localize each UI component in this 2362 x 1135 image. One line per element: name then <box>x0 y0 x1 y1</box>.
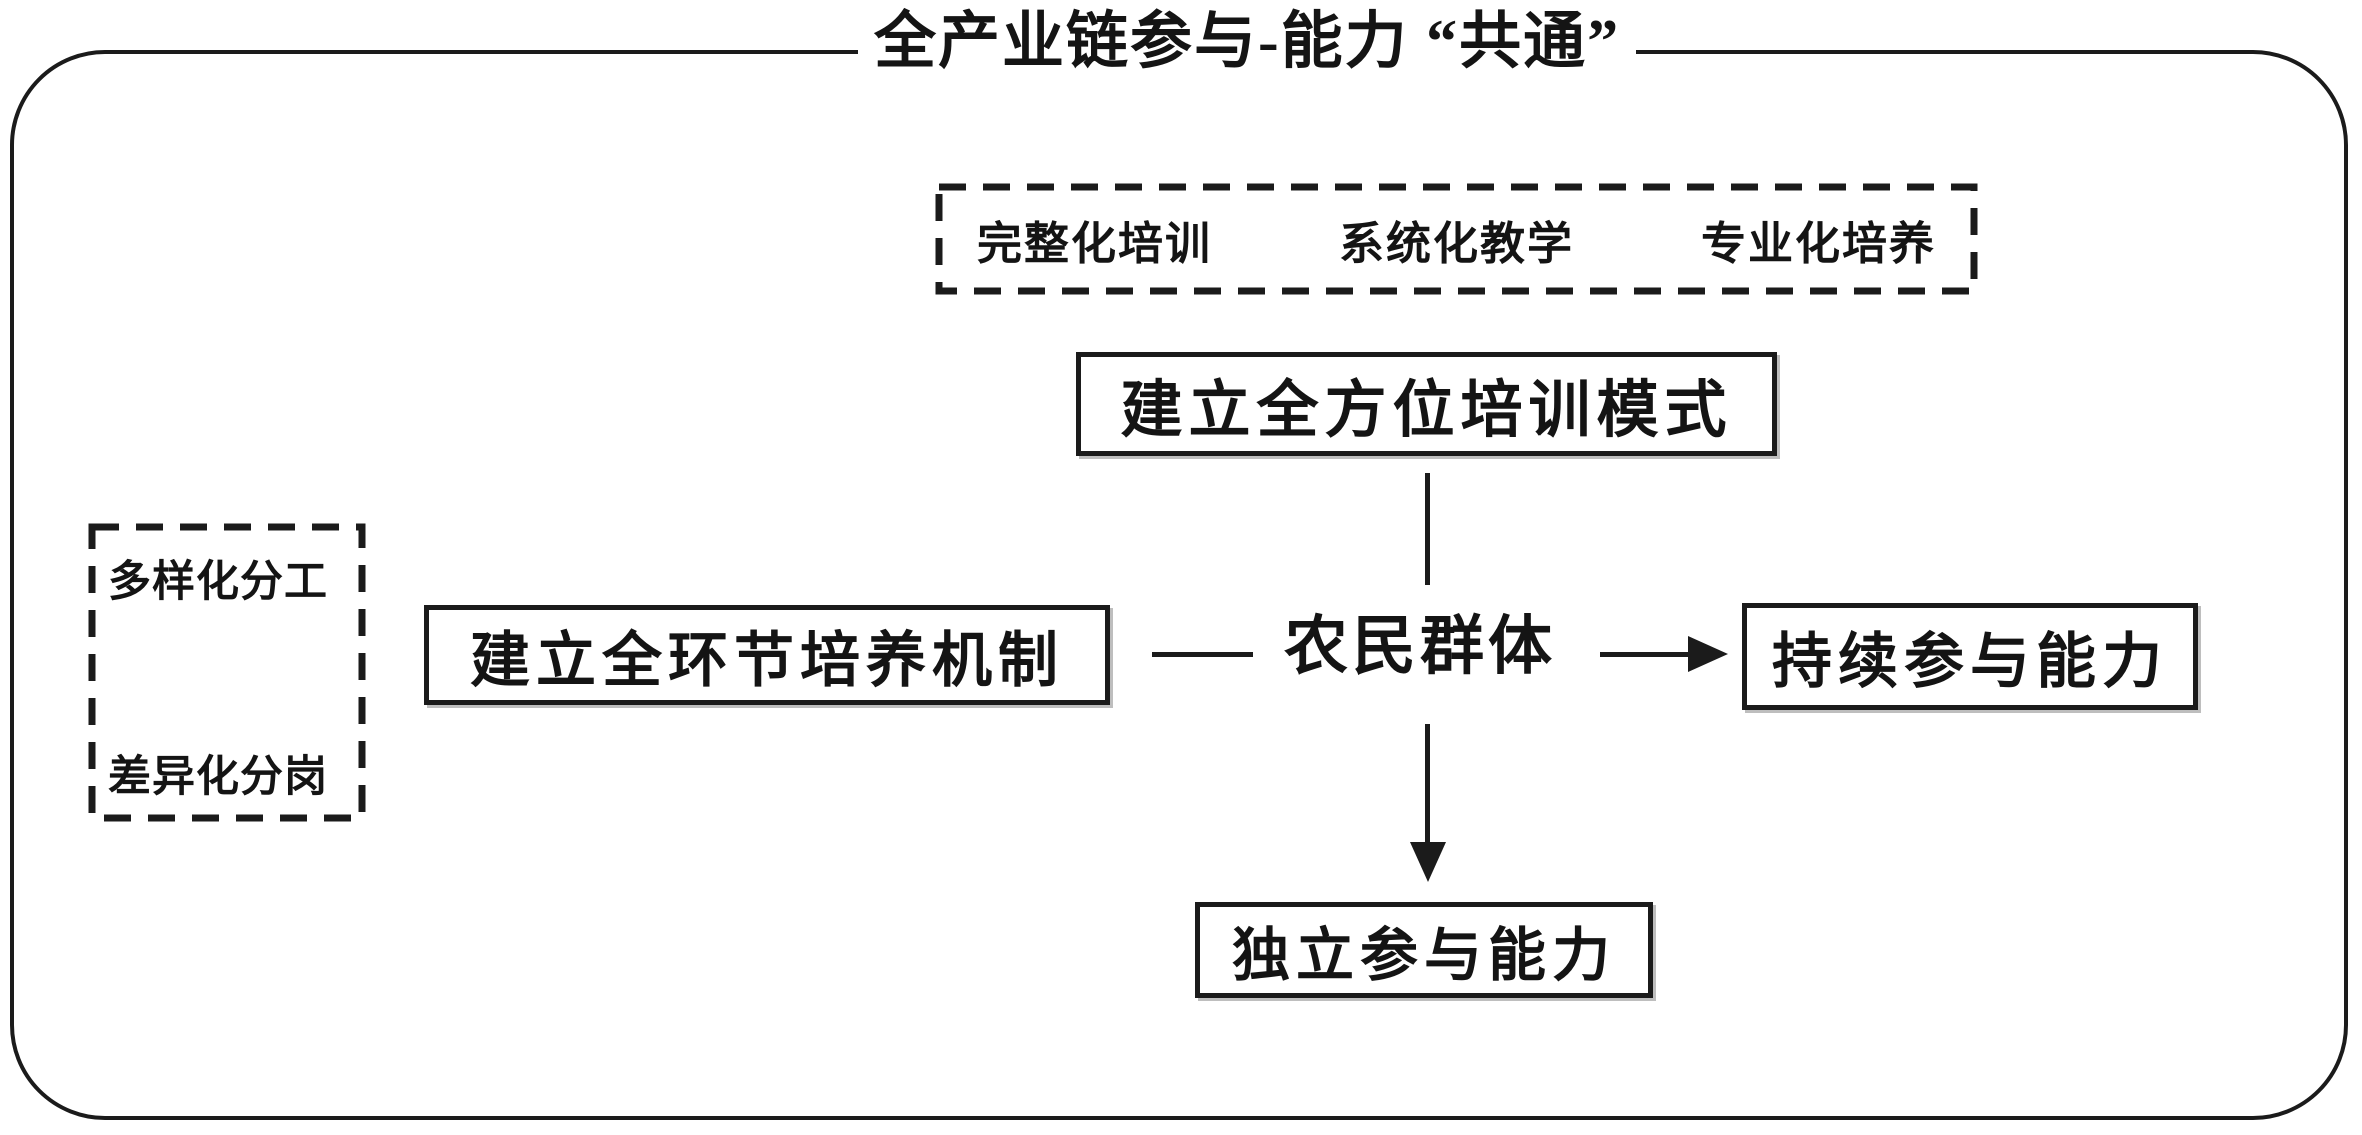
diagram-title: 全产业链参与-能力 “共通” <box>858 2 1637 82</box>
down-arrowhead-icon <box>1410 842 1446 882</box>
connector-mechanism-to-farmers <box>1152 652 1253 657</box>
arrow-farmers-to-sustained-line <box>1600 652 1696 657</box>
dashed-border <box>88 523 366 822</box>
division-differentiated-posts: 差异化分岗 <box>108 754 328 801</box>
farmer-group-label: 农民群体 <box>1284 611 1556 682</box>
independent-participation-box: 独立参与能力 <box>1195 902 1653 998</box>
division-items: 多样化分工 差异化分岗 <box>88 523 366 822</box>
arrow-farmers-to-independent-line <box>1425 724 1430 848</box>
feature-complete-training: 完整化培训 <box>977 218 1213 269</box>
division-dashed-box: 多样化分工 差异化分岗 <box>88 523 366 822</box>
right-arrowhead-icon <box>1688 636 1728 672</box>
feature-professional-cultivation: 专业化培养 <box>1700 218 1936 269</box>
cultivation-mechanism-box: 建立全环节培养机制 <box>424 605 1110 705</box>
sustained-participation-box: 持续参与能力 <box>1742 603 2198 710</box>
training-model-box: 建立全方位培训模式 <box>1076 352 1777 456</box>
training-features-items: 完整化培训 系统化教学 专业化培养 <box>935 183 1978 295</box>
dashed-border <box>935 183 1978 295</box>
connector-model-to-farmers <box>1425 473 1430 585</box>
training-features-dashed-box: 完整化培训 系统化教学 专业化培养 <box>935 183 1978 295</box>
division-diverse-labor: 多样化分工 <box>108 559 328 606</box>
feature-systematic-teaching: 系统化教学 <box>1338 218 1574 269</box>
